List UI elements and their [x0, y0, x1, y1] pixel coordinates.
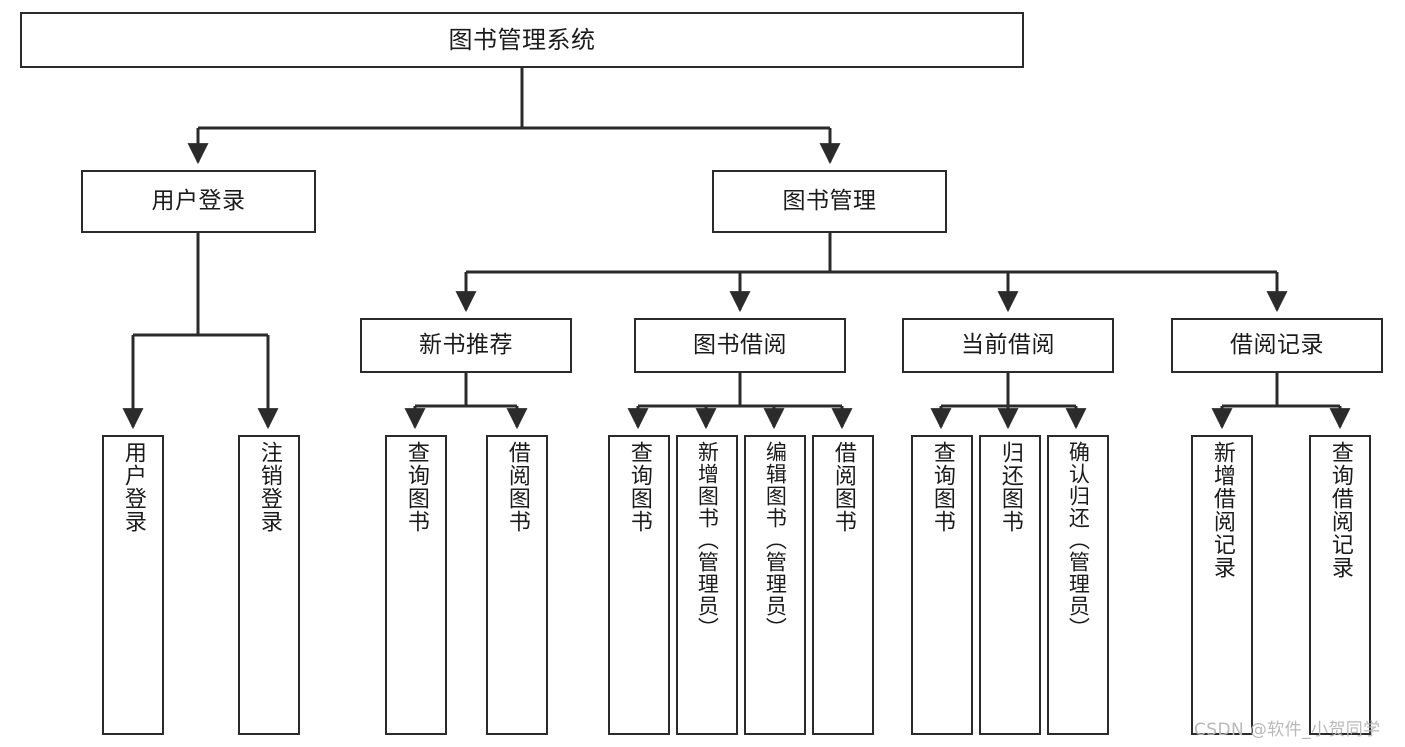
node-leaf-current-query-label: 查询图书 — [929, 441, 955, 533]
node-leaf-borrow-query[interactable]: 查询图书 — [608, 435, 670, 735]
node-leaf-current-query[interactable]: 查询图书 — [911, 435, 973, 735]
node-leaf-record-add-label: 新增借阅记录 — [1209, 441, 1235, 579]
node-root[interactable]: 图书管理系统 — [20, 12, 1024, 68]
node-leaf-borrow-edit[interactable]: 编辑图书（管理员） — [744, 435, 806, 735]
node-current-borrow[interactable]: 当前借阅 — [902, 318, 1114, 373]
node-user-login[interactable]: 用户登录 — [81, 170, 316, 233]
node-book-manage[interactable]: 图书管理 — [712, 170, 947, 233]
node-leaf-borrow-do[interactable]: 借阅图书 — [812, 435, 874, 735]
node-leaf-newbook-query-label: 查询图书 — [403, 441, 429, 533]
node-leaf-newbook-borrow[interactable]: 借阅图书 — [486, 435, 548, 735]
node-leaf-record-query[interactable]: 查询借阅记录 — [1309, 435, 1371, 735]
node-leaf-current-confirm-label: 确认归还（管理员） — [1066, 441, 1091, 639]
node-leaf-user-login[interactable]: 用户登录 — [102, 435, 164, 735]
node-leaf-current-return[interactable]: 归还图书 — [979, 435, 1041, 735]
node-leaf-user-login-label: 用户登录 — [120, 441, 146, 533]
node-new-book-label: 新书推荐 — [419, 331, 513, 358]
node-leaf-record-query-label: 查询借阅记录 — [1327, 441, 1353, 579]
node-new-book[interactable]: 新书推荐 — [360, 318, 572, 373]
node-book-manage-label: 图书管理 — [782, 187, 877, 214]
node-user-login-label: 用户登录 — [151, 187, 246, 214]
node-borrow-record-label: 借阅记录 — [1230, 331, 1324, 358]
node-leaf-newbook-query[interactable]: 查询图书 — [385, 435, 447, 735]
node-book-borrow[interactable]: 图书借阅 — [634, 318, 846, 373]
node-leaf-borrow-edit-label: 编辑图书（管理员） — [763, 441, 788, 639]
node-current-borrow-label: 当前借阅 — [961, 331, 1055, 358]
node-leaf-current-confirm[interactable]: 确认归还（管理员） — [1047, 435, 1109, 735]
node-leaf-user-logout[interactable]: 注销登录 — [238, 435, 300, 735]
csdn-watermark: CSDN @软件_小贺同学 — [1194, 720, 1381, 740]
node-leaf-current-return-label: 归还图书 — [997, 441, 1023, 533]
node-book-borrow-label: 图书借阅 — [693, 331, 787, 358]
node-root-label: 图书管理系统 — [448, 25, 596, 54]
node-leaf-borrow-do-label: 借阅图书 — [830, 441, 856, 533]
node-leaf-record-add[interactable]: 新增借阅记录 — [1191, 435, 1253, 735]
node-leaf-borrow-query-label: 查询图书 — [626, 441, 652, 533]
node-leaf-newbook-borrow-label: 借阅图书 — [504, 441, 530, 533]
node-leaf-borrow-add-label: 新增图书（管理员） — [695, 441, 720, 639]
node-leaf-user-logout-label: 注销登录 — [256, 441, 282, 533]
node-leaf-borrow-add[interactable]: 新增图书（管理员） — [676, 435, 738, 735]
node-borrow-record[interactable]: 借阅记录 — [1171, 318, 1383, 373]
